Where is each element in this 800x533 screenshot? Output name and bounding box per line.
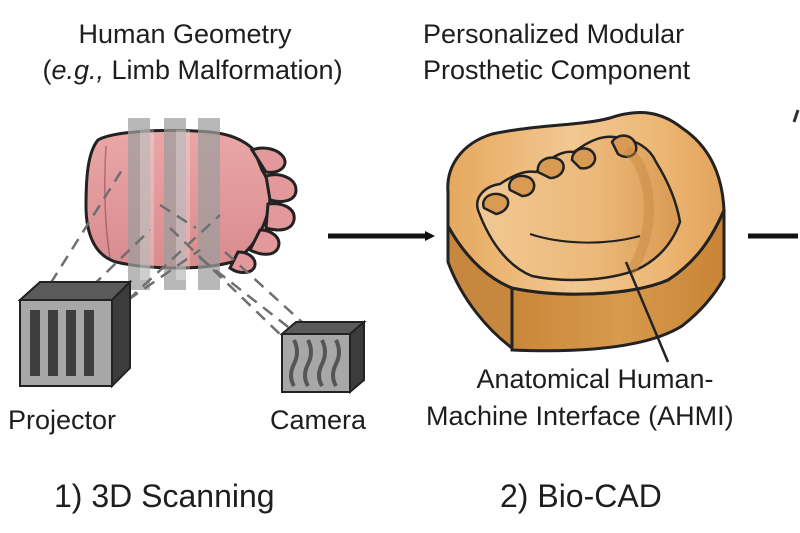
ahmi-label-line1: Anatomical Human-	[476, 364, 714, 394]
ahmi-label-line2: Machine Interface (AHMI)	[426, 401, 734, 431]
next-stage-hint	[792, 109, 800, 123]
step2-label: 2) Bio-CAD	[500, 478, 662, 514]
ahmi-leader-line	[624, 261, 670, 363]
panel1-title-open: (	[42, 55, 52, 85]
camera-label: Camera	[270, 405, 367, 435]
panel1-title-rest: Limb Malformation)	[103, 55, 343, 85]
projector-icon	[17, 279, 133, 389]
panel2-title-line2: Prosthetic Component	[423, 55, 691, 85]
panel2-title-line1: Personalized Modular	[423, 19, 685, 49]
socket-icon	[446, 111, 726, 353]
projected-stripes	[128, 118, 220, 290]
panel1-title-line1: Human Geometry	[78, 19, 292, 49]
projector-label: Projector	[8, 405, 117, 435]
step1-label: 1) 3D Scanning	[54, 478, 275, 514]
camera-icon	[279, 319, 367, 395]
panel1-title-line2: (e.g., Limb Malformation)	[0, 53, 385, 87]
scan-rays	[38, 169, 305, 341]
hand-icon	[84, 128, 298, 274]
panel1-title-example: e.g.,	[51, 55, 104, 85]
